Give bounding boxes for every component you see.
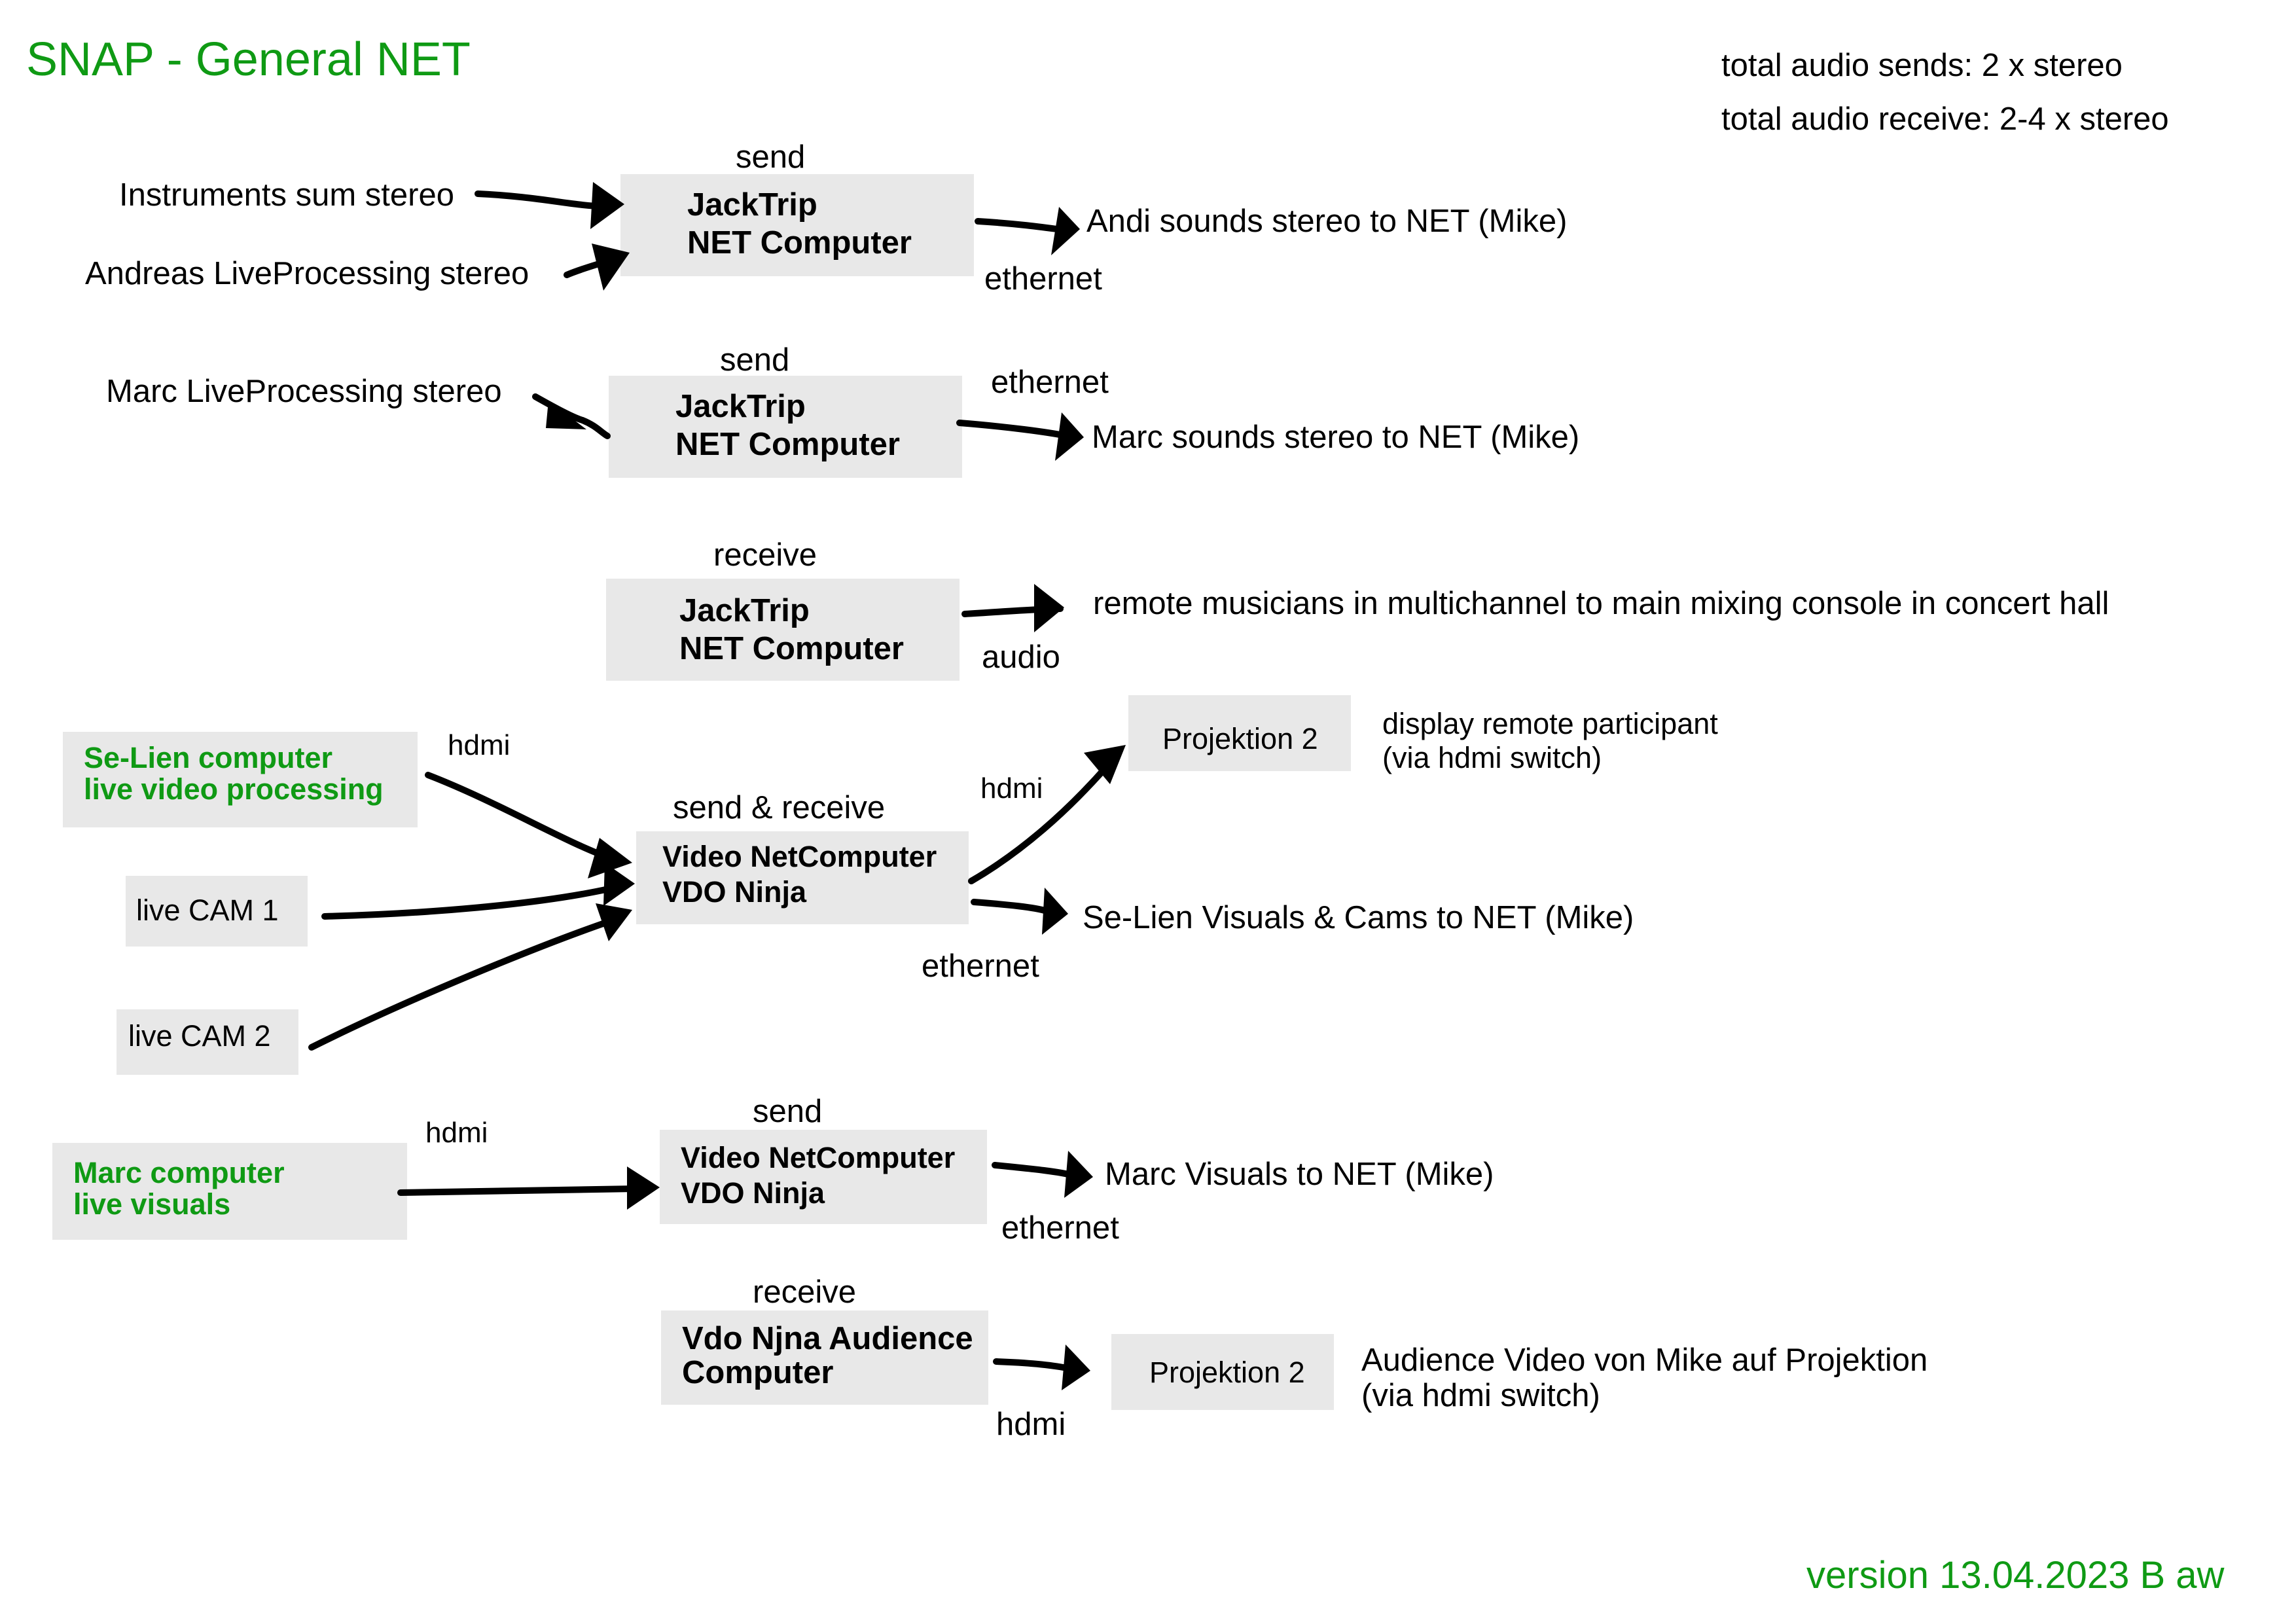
arrow-marc-lp-tail — [579, 417, 611, 439]
video-netcomputer-box-1 — [636, 831, 969, 924]
audience-header-label: receive — [753, 1274, 856, 1310]
arrow-cam1-to-video1 — [321, 886, 612, 920]
marc-computer-hdmi-label: hdmi — [425, 1117, 488, 1149]
marc-computer-box — [52, 1143, 407, 1240]
arrow-head-marc-lp — [546, 401, 586, 429]
selien-hdmi-label: hdmi — [448, 729, 511, 761]
arrow-head-projektion2 — [1062, 1344, 1090, 1390]
arrow-head-marc-computer — [627, 1166, 660, 1210]
jacktrip-receive-box — [606, 579, 960, 681]
video2-box-line2: VDO Ninja — [681, 1176, 825, 1210]
video1-box-line2: VDO Ninja — [662, 875, 807, 909]
jack2-output-label: Marc sounds stereo to NET (Mike) — [1092, 420, 1580, 455]
arrow-video2-to-marc-visuals-out — [992, 1162, 1077, 1179]
video2-ethernet-label: ethernet — [1001, 1210, 1119, 1246]
arrow-jacktrip1-to-andi-out — [975, 218, 1070, 234]
audience-hdmi-label: hdmi — [996, 1407, 1066, 1442]
video1-header-label: send & receive — [673, 790, 886, 825]
jacktrip-send-box-2 — [609, 376, 962, 478]
arrow-video1-to-projektion1 — [968, 764, 1109, 884]
video2-output-label: Marc Visuals to NET (Mike) — [1105, 1157, 1494, 1192]
arrow-marc-computer-to-video2 — [397, 1185, 638, 1196]
arrow-jacktrip2-to-marc-out — [956, 420, 1070, 439]
projektion-2-label: Projektion 2 — [1149, 1356, 1305, 1389]
audience-desc-line1: Audience Video von Mike auf Projektion — [1361, 1343, 1928, 1378]
live-cam-1-box — [126, 876, 308, 947]
jack2-connection-label: ethernet — [991, 365, 1109, 400]
video-netcomputer-box-2 — [660, 1130, 987, 1224]
projektion-1-desc-line1: display remote participant — [1382, 707, 1718, 740]
video1-ethernet-label: ethernet — [922, 948, 1039, 984]
arrow-head-instruments — [590, 182, 624, 229]
jack1-box-line2: NET Computer — [687, 225, 912, 261]
jack3-output-label: remote musicians in multichannel to main… — [1093, 586, 2109, 621]
total-audio-receive: total audio receive: 2-4 x stereo — [1721, 101, 2169, 137]
marc-computer-line2: live visuals — [73, 1187, 231, 1221]
arrow-head-selien — [588, 838, 632, 878]
live-cam-2-label: live CAM 2 — [128, 1019, 271, 1053]
jack2-box-line1: JackTrip — [675, 389, 806, 424]
jack1-box-line1: JackTrip — [687, 187, 817, 223]
arrow-head-andreas — [592, 244, 630, 291]
jack3-box-line1: JackTrip — [679, 593, 810, 628]
selien-computer-line1: Se-Lien computer — [84, 741, 333, 774]
jacktrip-send-box-1 — [620, 174, 974, 276]
audience-computer-box — [661, 1310, 988, 1405]
arrow-head-andi-out — [1051, 207, 1080, 255]
live-cam-1-label: live CAM 1 — [136, 893, 279, 927]
version-label: version 13.04.2023 B aw — [1806, 1554, 2225, 1597]
arrow-instruments-to-jacktrip1 — [475, 190, 605, 209]
video1-box-line1: Video NetComputer — [662, 840, 937, 873]
video2-box-line1: Video NetComputer — [681, 1141, 956, 1174]
jack3-header-label: receive — [713, 537, 817, 573]
selien-computer-line2: live video processing — [84, 772, 384, 806]
instruments-sum-label: Instruments sum stereo — [119, 177, 454, 213]
arrow-video1-to-selien-out — [971, 899, 1050, 914]
arrow-head-marc-visuals-out — [1064, 1151, 1093, 1198]
page-title: SNAP - General NET — [26, 33, 471, 86]
arrow-head-projektion1 — [1084, 745, 1126, 784]
jack3-box-line2: NET Computer — [679, 631, 904, 666]
arrow-head-selien-out — [1042, 888, 1068, 935]
projektion-box-2 — [1111, 1334, 1334, 1410]
arrow-head-cam2 — [596, 903, 632, 941]
video2-header-label: send — [753, 1094, 823, 1129]
selien-computer-box — [63, 732, 418, 827]
arrow-cam2-to-video1 — [308, 918, 612, 1051]
audience-desc-line2: (via hdmi switch) — [1361, 1378, 1600, 1413]
projektion-1-desc-line2: (via hdmi switch) — [1382, 741, 1602, 774]
arrow-head-marc-out — [1055, 412, 1084, 461]
live-cam-2-box — [117, 1009, 298, 1075]
marc-liveprocessing-label: Marc LiveProcessing stereo — [106, 374, 502, 409]
arrow-head-cam1 — [603, 863, 635, 906]
jack2-box-line2: NET Computer — [675, 427, 900, 462]
marc-computer-line1: Marc computer — [73, 1156, 285, 1189]
audience-box-line2: Computer — [682, 1355, 834, 1390]
arrow-audience-to-projektion2 — [993, 1358, 1070, 1371]
jack1-output-label: Andi sounds stereo to NET (Mike) — [1086, 204, 1568, 239]
jack3-connection-label: audio — [982, 640, 1060, 675]
jack1-header-label: send — [736, 139, 806, 175]
projektion-box-1 — [1128, 695, 1351, 771]
jack2-header-label: send — [720, 342, 790, 378]
jack1-connection-label: ethernet — [984, 261, 1102, 297]
total-audio-sends: total audio sends: 2 x stereo — [1721, 48, 2123, 83]
andreas-liveprocessing-label: Andreas LiveProcessing stereo — [85, 256, 529, 291]
arrow-head-console — [1034, 584, 1064, 632]
projektion-1-label: Projektion 2 — [1162, 722, 1318, 755]
audience-box-line1: Vdo Njna Audience — [682, 1321, 973, 1356]
video1-hdmi-label: hdmi — [980, 772, 1043, 804]
video1-output-label: Se-Lien Visuals & Cams to NET (Mike) — [1083, 900, 1634, 935]
arrow-selien-to-video1 — [425, 772, 612, 861]
